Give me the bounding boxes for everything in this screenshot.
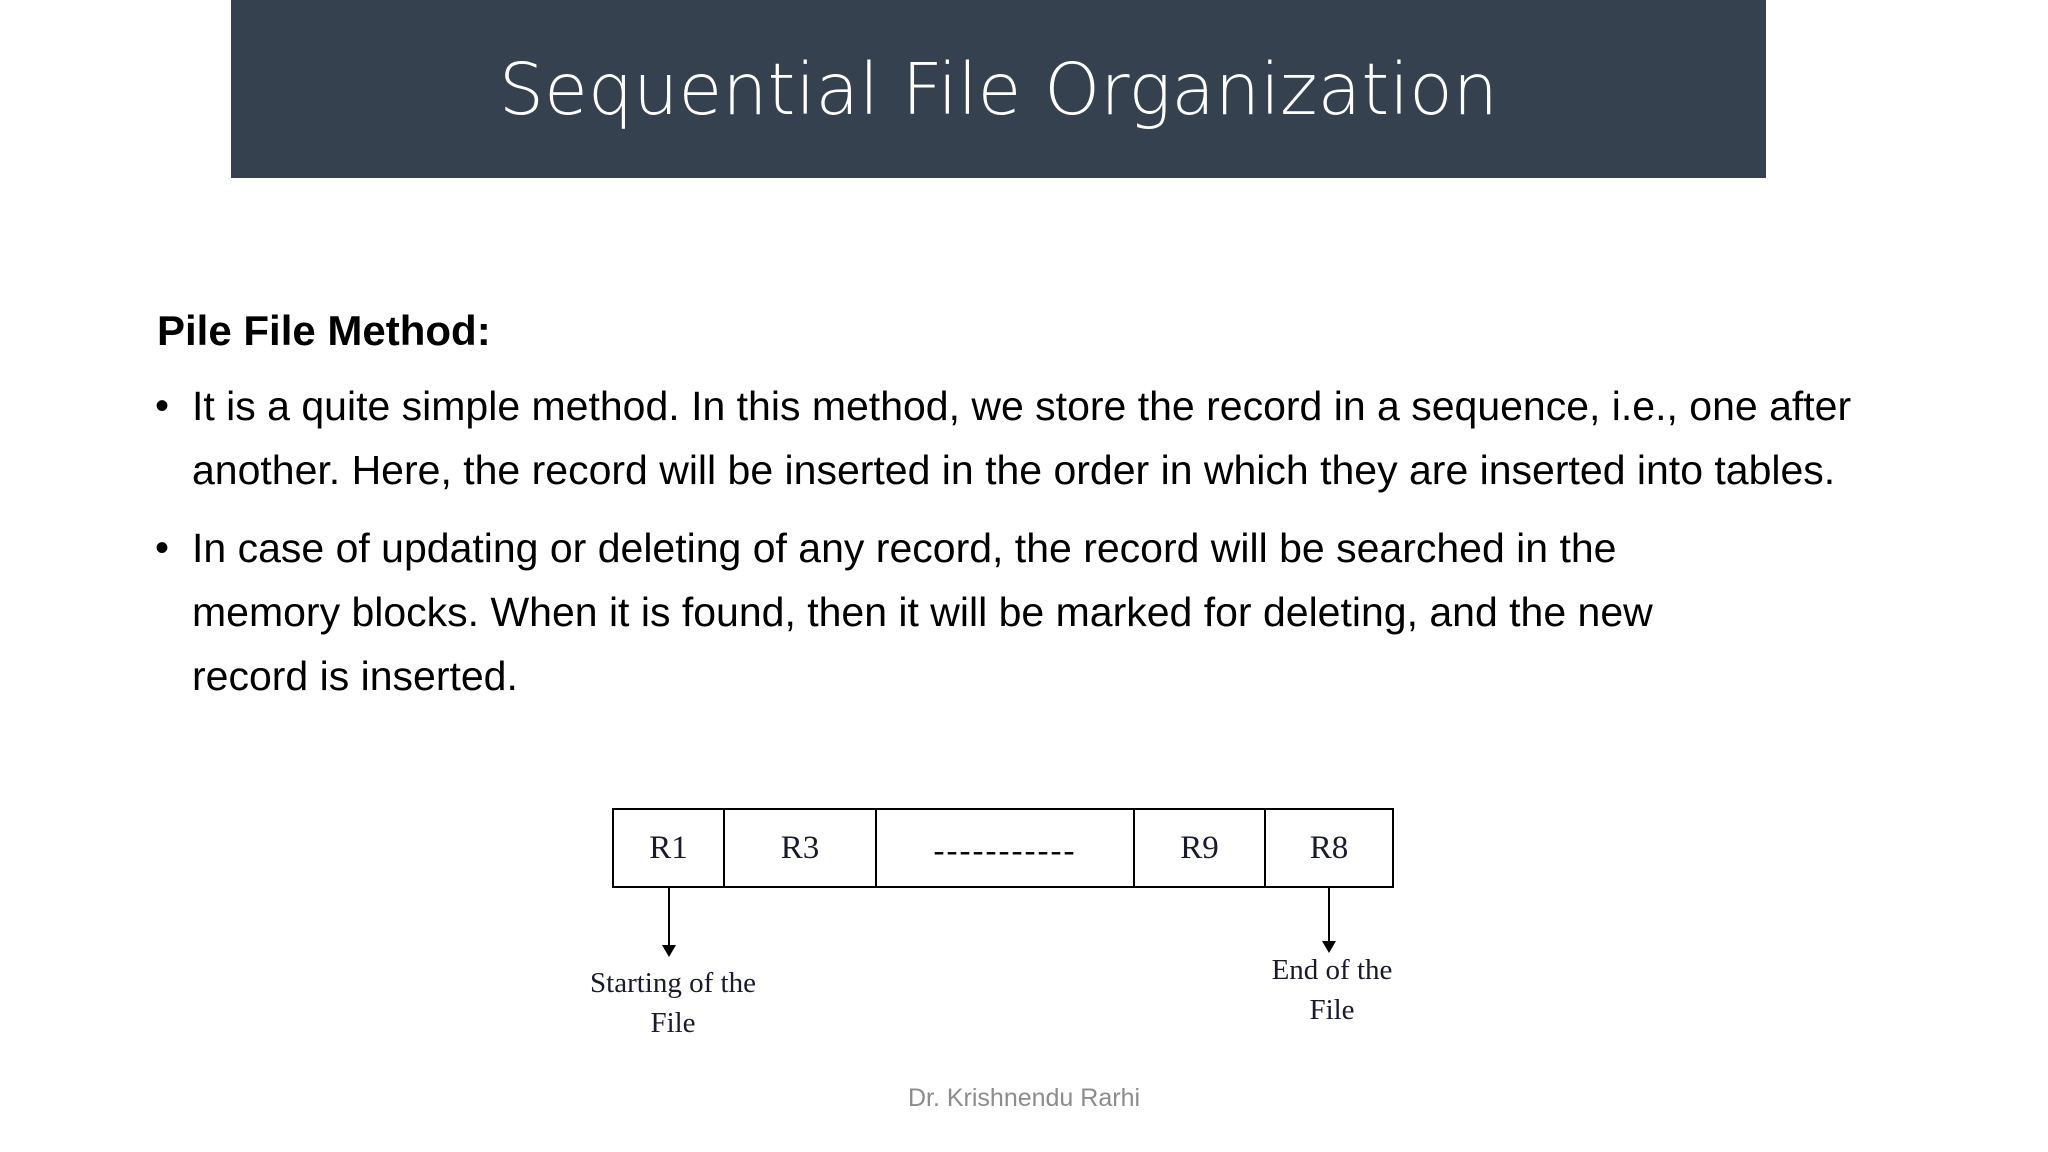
page-title: Sequential File Organization	[498, 47, 1499, 131]
dashed-continuation: -----------	[933, 832, 1077, 869]
slide-footer: Dr. Krishnendu Rarhi	[907, 1084, 1141, 1112]
list-item: • It is a quite simple method. In this m…	[150, 374, 1910, 502]
bullet-marker-icon: •	[155, 383, 170, 428]
record-sequence-table: R1 R3 ----------- R9 R8	[612, 808, 1394, 888]
end-of-file-label: End of the File	[1192, 950, 1472, 1030]
end-of-file-label-line1: End of the	[1271, 954, 1393, 986]
slide-body: Pile File Method: • It is a quite simple…	[150, 306, 1910, 722]
start-of-file-label-line1: Starting of the	[590, 967, 756, 999]
section-heading: Pile File Method:	[157, 307, 491, 354]
start-of-file-label-line2: File	[650, 1007, 696, 1040]
start-of-file-label: Starting of the File	[523, 963, 823, 1043]
end-of-file-arrow-icon	[1322, 888, 1336, 953]
bullet-text: It is a quite simple method. In this met…	[192, 382, 1852, 493]
slide-title-banner: Sequential File Organization	[231, 0, 1766, 178]
end-of-file-label-line2: File	[1309, 994, 1355, 1027]
record-cell: R8	[1309, 829, 1349, 866]
record-cell: R9	[1135, 810, 1266, 886]
record-cell-ellipsis: -----------	[877, 810, 1135, 886]
bullet-text: In case of updating or deleting of any r…	[192, 524, 1653, 699]
record-cell: R3	[725, 810, 877, 886]
start-of-file-arrow-icon	[662, 888, 676, 957]
record-cell: R1	[614, 810, 725, 886]
bullet-marker-icon: •	[155, 525, 170, 570]
list-item: • In case of updating or deleting of any…	[150, 516, 1910, 708]
